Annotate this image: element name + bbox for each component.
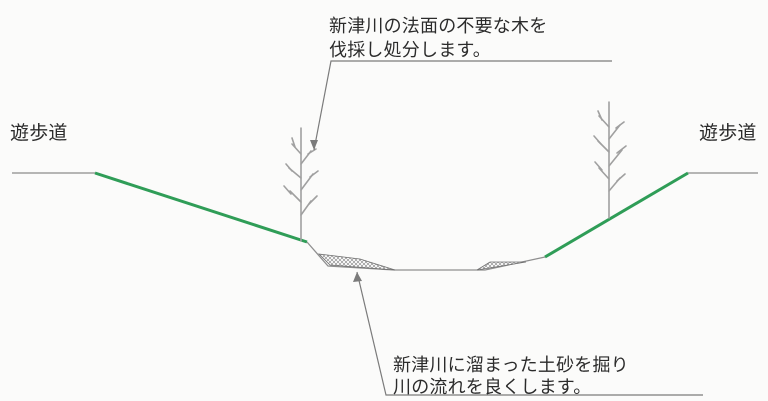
- left-slope-line: [94, 171, 308, 244]
- sediment-removal-note-line-2: 川の流れを良くします。: [393, 377, 592, 398]
- tree-removal-note-line-1: 新津川の法面の不要な木を: [329, 16, 548, 37]
- tree-removal-note-line-2: 伐採し処分します。: [329, 40, 491, 61]
- walkway-label-right: 遊歩道: [699, 122, 757, 144]
- tree-right-icon: [593, 101, 627, 219]
- walkway-label-left: 遊歩道: [10, 122, 68, 144]
- top-callout-arrow: [310, 140, 318, 150]
- bottom-callout-line: [356, 271, 703, 396]
- sediment-deposit-left: [317, 253, 396, 271]
- tree-left-icon: [283, 127, 319, 242]
- right-slope-line: [544, 171, 689, 259]
- top-callout-line: [313, 60, 612, 151]
- sediment-deposit-right: [476, 261, 527, 271]
- bottom-callout-arrow: [353, 272, 362, 282]
- sediment-removal-note-line-1: 新津川に溜まった土砂を掘り: [393, 355, 629, 376]
